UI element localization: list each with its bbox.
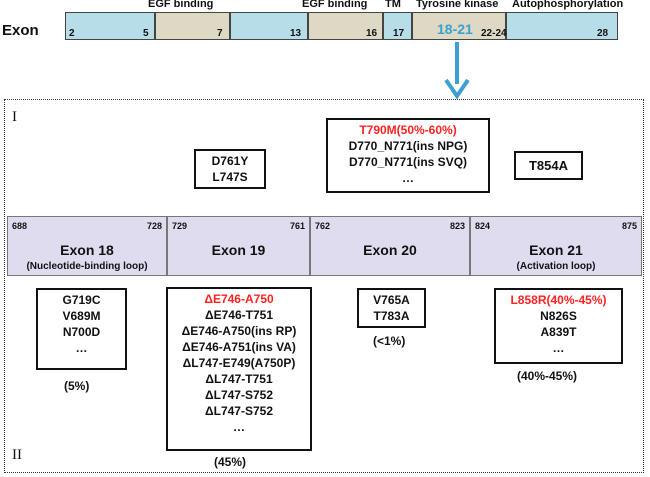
- exon-number-13: 13: [290, 28, 302, 39]
- exon-18-end: 728: [146, 221, 162, 231]
- exon-segment-autophosphorylation: [506, 12, 618, 40]
- exon-18-subtitle: (Nucleotide-binding loop): [26, 261, 148, 272]
- domain-label-tyrosine-kinase: Tyrosine kinase: [416, 0, 499, 10]
- zoom-arrow-icon: [444, 42, 470, 100]
- domain-label-egf-binding-1: EGF binding: [148, 0, 214, 10]
- exon-18-frequency: (5%): [64, 379, 90, 393]
- exon-20-start: 762: [315, 221, 331, 231]
- exon-segment-tm: [383, 12, 412, 40]
- domain-label-tm: TM: [385, 0, 401, 10]
- exon-18-band: 688 728 Exon 18 (Nucleotide-binding loop…: [7, 216, 167, 276]
- exon-segment-tyrosine-kinase: [412, 12, 506, 40]
- exon-21-end: 875: [621, 221, 637, 231]
- mutation-label: N700D: [62, 325, 101, 339]
- mutation-label: ΔL747-E749(A750P): [182, 356, 296, 370]
- section-marker-top: I: [12, 109, 17, 125]
- mutation-label: ΔL747-S752: [205, 388, 273, 402]
- mutation-label: T783A: [373, 309, 410, 323]
- mutation-box-exon20-upper: T790M(50%-60%) D770_N771(ins NPG) D770_N…: [326, 118, 490, 193]
- exon-number-7: 7: [217, 28, 223, 39]
- exon-number-28: 28: [597, 28, 609, 39]
- domain-label-egf-binding-2: EGF binding: [302, 0, 368, 10]
- mutation-label: L747S: [212, 170, 248, 184]
- exon-number-22-24: 22-24: [481, 28, 507, 39]
- exon-19-end: 761: [289, 221, 305, 231]
- exon-number-2: 2: [69, 28, 75, 39]
- domain-label-autophosphorylation: Autophosphorylation: [512, 0, 624, 10]
- exon-segment-2-5: [65, 12, 155, 40]
- exon-18-start: 688: [12, 221, 28, 231]
- exon-number-17: 17: [393, 28, 405, 39]
- mutation-label: T854A: [528, 158, 569, 173]
- mutation-box-exon19-upper: D761Y L747S: [194, 149, 266, 189]
- exon-20-frequency: (<1%): [373, 334, 406, 348]
- mutation-label: G719C: [62, 293, 101, 307]
- mutation-box-exon19: ΔE746-A750 ΔE746-T751 ΔE746-A750(ins RP)…: [166, 287, 312, 451]
- exon-18-title: Exon 18: [60, 242, 114, 258]
- tyrosine-kinase-detail-frame: [4, 99, 644, 473]
- exon-20-title: Exon 20: [363, 242, 417, 258]
- mutation-ellipsis: …: [552, 341, 565, 355]
- mutation-label: D770_N771(ins NPG): [348, 139, 468, 153]
- tyrosine-kinase-exon-range: 18-21: [437, 21, 473, 37]
- mutation-label: N826S: [540, 309, 577, 323]
- exon-number-5: 5: [143, 28, 149, 39]
- mutation-box-exon20: V765A T783A: [357, 288, 426, 328]
- mutation-label: V765A: [373, 293, 410, 307]
- exon-20-end: 823: [449, 221, 465, 231]
- exon-19-band: 729 761 Exon 19: [167, 216, 310, 276]
- mutation-label: V689M: [62, 309, 101, 323]
- mutation-label-highlight: L858R(40%-45%): [510, 293, 607, 307]
- mutation-label: A839T: [540, 325, 577, 339]
- exon-segment-8-13: [230, 12, 308, 40]
- exon-label: Exon: [2, 22, 39, 39]
- mutation-label: ΔL747-S752: [205, 404, 273, 418]
- exon-21-frequency: (40%-45%): [517, 369, 578, 383]
- mutation-label: ΔE746-A750(ins RP): [181, 324, 297, 338]
- mutation-label: ΔE746-T751: [205, 308, 273, 322]
- exon-21-title: Exon 21: [529, 242, 583, 258]
- mutation-label: ΔL747-T751: [205, 372, 273, 386]
- mutation-label: ΔE746-A751(ins VA): [182, 340, 296, 354]
- mutation-ellipsis: …: [402, 171, 414, 185]
- exon-21-subtitle: (Activation loop): [516, 261, 596, 272]
- exon-number-16: 16: [366, 28, 378, 39]
- mutation-label-highlight: ΔE746-A750: [204, 292, 274, 306]
- mutation-label: D770_N771(ins SVQ): [348, 155, 468, 169]
- mutation-box-exon21: L858R(40%-45%) N826S A839T …: [494, 288, 623, 364]
- section-marker-bottom: II: [12, 447, 22, 463]
- exon-19-title: Exon 19: [211, 242, 266, 258]
- exon-segment-egf-binding-1: [155, 12, 230, 40]
- mutation-box-exon18: G719C V689M N700D …: [36, 288, 127, 370]
- mutation-ellipsis: …: [75, 341, 88, 355]
- exon-19-start: 729: [172, 221, 188, 231]
- mutation-box-exon21-upper: T854A: [514, 151, 583, 180]
- exon-21-start: 824: [475, 221, 491, 231]
- exon-segment-egf-binding-2: [308, 12, 383, 40]
- exon-20-band: 762 823 Exon 20: [310, 216, 470, 276]
- mutation-label: D761Y: [211, 154, 249, 168]
- exon-21-band: 824 875 Exon 21 (Activation loop): [470, 216, 642, 276]
- exon-19-frequency: (45%): [214, 455, 247, 469]
- mutation-ellipsis: …: [233, 420, 245, 434]
- mutation-label-highlight: T790M(50%-60%): [359, 123, 457, 137]
